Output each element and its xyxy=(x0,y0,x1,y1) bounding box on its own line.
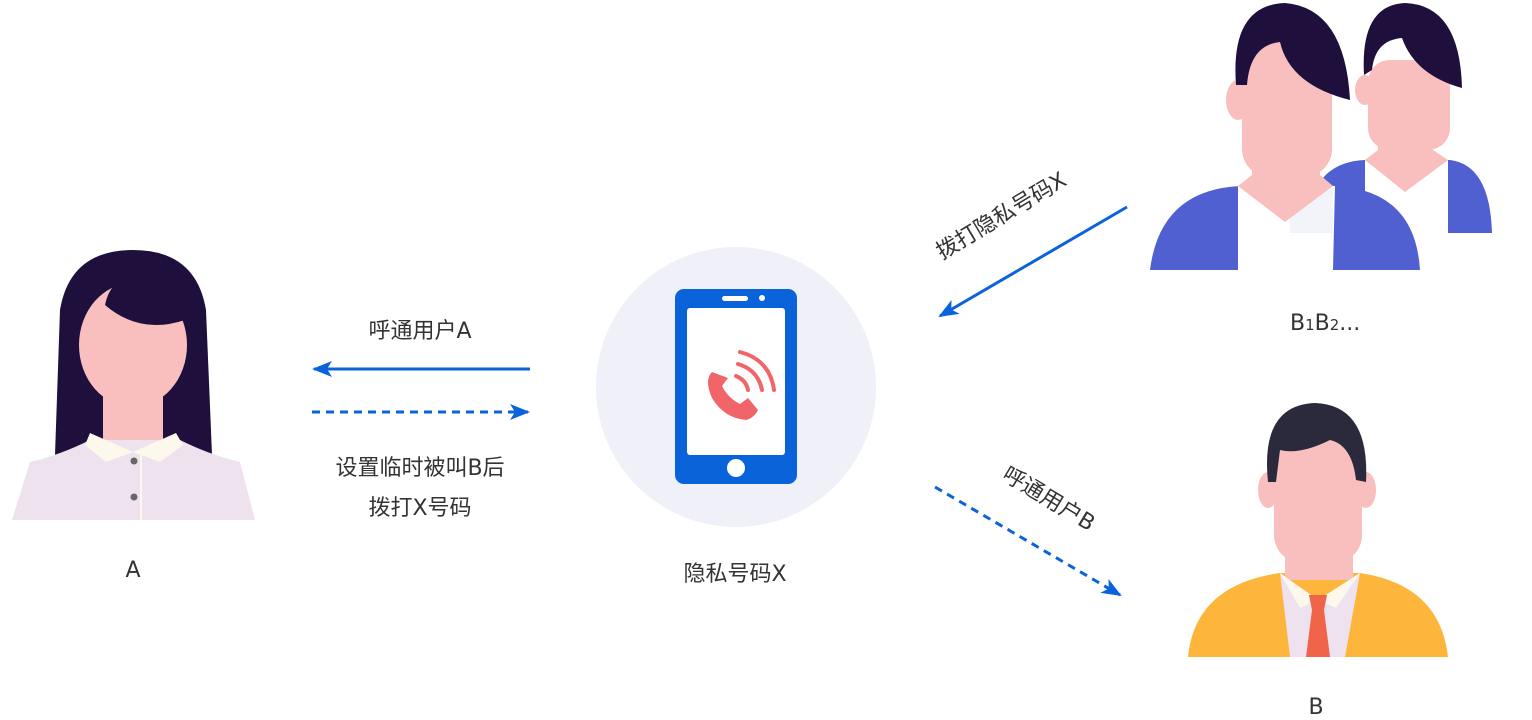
label-setup-line1: 设置临时被叫B后 xyxy=(335,456,504,481)
user-b-avatar xyxy=(1188,403,1448,657)
arrow-call-b xyxy=(934,485,1122,597)
label-setup-line2: 拨打X号码 xyxy=(368,496,471,521)
center-label: 隐私号码X xyxy=(683,562,786,587)
user-a-avatar xyxy=(12,250,255,520)
user-b-label: B xyxy=(1308,695,1323,720)
users-b-group-avatar xyxy=(1150,3,1492,270)
label-call-b: 呼通用户B xyxy=(998,462,1099,537)
user-a-label: A xyxy=(125,558,140,583)
label-call-a: 呼通用户A xyxy=(368,319,471,344)
arrow-dial-x xyxy=(938,205,1128,318)
users-b-group-label: B1B2... xyxy=(1290,311,1360,336)
phone-call-icon xyxy=(708,350,776,420)
phone-icon xyxy=(675,289,797,484)
